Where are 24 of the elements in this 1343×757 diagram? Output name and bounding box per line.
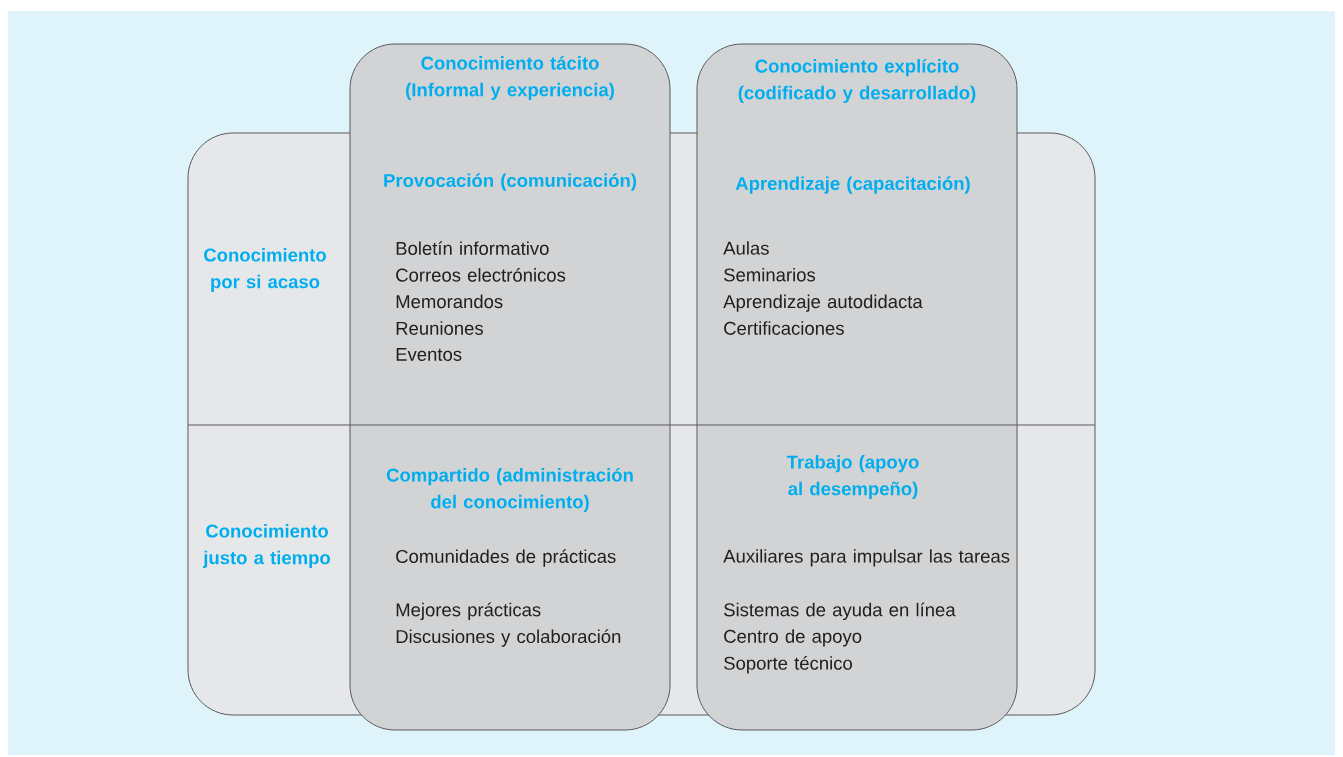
list-item: Sistemas de ayuda en línea bbox=[724, 602, 956, 621]
list-item: Aulas bbox=[723, 241, 769, 255]
list-item: Auxiliares para impulsar las tareas bbox=[723, 549, 1010, 567]
list-item: Eventos bbox=[396, 348, 462, 361]
row-label: Conocimiento por si acaso bbox=[204, 248, 326, 292]
cell-heading: Trabajo (apoyo al desempeño) bbox=[786, 455, 919, 499]
cell-heading: Aprendizaje (capacitación) bbox=[735, 176, 970, 194]
list-item: Mejores prácticas bbox=[396, 602, 541, 621]
list-item: Reuniones bbox=[396, 321, 483, 335]
list-item: Boletín informativo bbox=[396, 241, 549, 255]
column-heading: Conocimiento explícito (codificado y desarrollado) bbox=[738, 58, 976, 104]
list-item: Centro de apoyo bbox=[724, 629, 862, 647]
list-item: Discusiones y colaboración bbox=[396, 629, 621, 647]
list-item: Comunidades de prácticas bbox=[396, 549, 616, 567]
cell-heading: Compartido (administración del conocimiento) bbox=[386, 467, 633, 513]
row-label: Conocimiento justo a tiempo bbox=[203, 524, 330, 568]
list-item: Certificaciones bbox=[724, 321, 844, 335]
list-item: Soporte técnico bbox=[724, 656, 852, 674]
cell-heading: Provocación (comunicación) bbox=[384, 173, 637, 191]
list-item: Aprendizaje autodidacta bbox=[723, 294, 923, 312]
list-item: Correos electrónicos bbox=[396, 267, 566, 282]
list-item: Memorandos bbox=[396, 294, 503, 309]
list-item: Seminarios bbox=[724, 267, 816, 282]
column-heading: Conocimiento tácito (Informal y experiencia) bbox=[406, 55, 614, 101]
